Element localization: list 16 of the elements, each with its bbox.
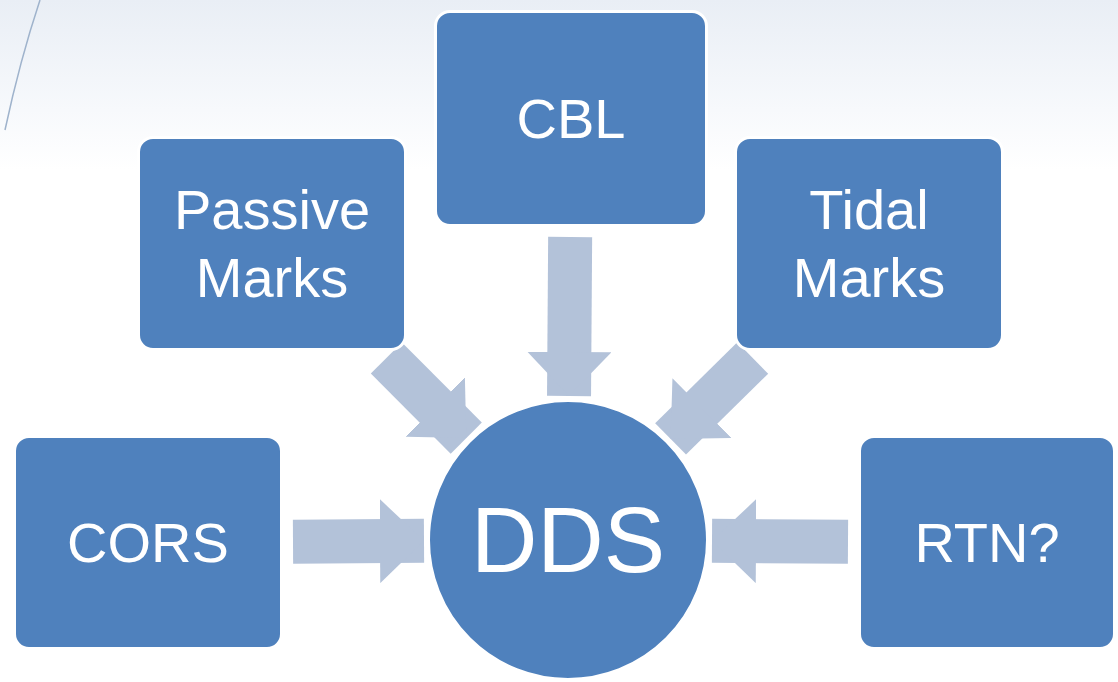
block-arrow: [370, 342, 482, 454]
block-arrow: [655, 342, 769, 455]
node-label: RTN?: [914, 509, 1060, 576]
node-label: CBL: [516, 85, 626, 152]
node-label: DDS: [470, 487, 666, 593]
process-box: [858, 435, 1116, 650]
process-box: [13, 435, 283, 650]
block-arrow: [711, 499, 849, 584]
block-arrow: [527, 236, 612, 397]
node-label: CORS: [67, 509, 229, 576]
block-arrow: [292, 499, 425, 584]
node-label: Tidal Marks: [791, 177, 947, 311]
process-box: [434, 10, 708, 227]
process-box: [734, 136, 1004, 351]
process-box: [137, 136, 407, 351]
node-label: Passive Marks: [172, 177, 372, 311]
